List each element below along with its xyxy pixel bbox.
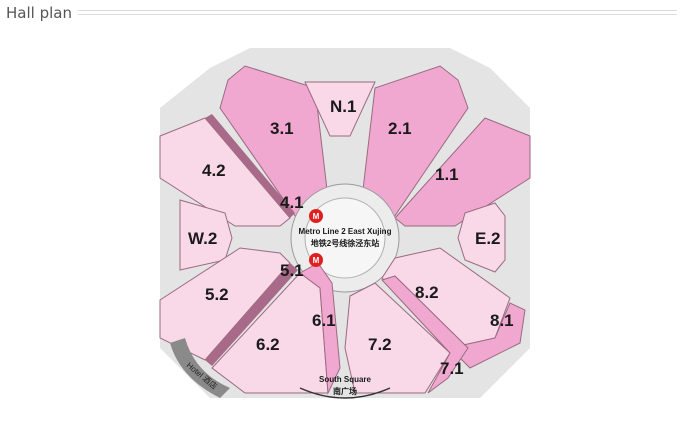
- hall-1-1[interactable]: [394, 117, 531, 227]
- section-header: Hall plan: [0, 0, 683, 28]
- hall-label-8-1: 8.1: [490, 311, 514, 330]
- hall-plan-map: M M N.1 3.1 2.1 4.2 1.1 4.1 W.2 E.2 5.1 …: [150, 48, 540, 418]
- south-square-arc: [299, 387, 391, 399]
- hall-label-7-1: 7.1: [440, 359, 464, 378]
- section-title: Hall plan: [6, 4, 72, 22]
- metro-icon: M: [309, 253, 323, 267]
- central-ring: [304, 197, 386, 279]
- hall-label-5-1: 5.1: [280, 261, 304, 280]
- hall-label-5-2: 5.2: [205, 285, 229, 304]
- hall-label-7-2: 7.2: [368, 335, 392, 354]
- hall-e-2[interactable]: [457, 202, 506, 273]
- svg-text:M: M: [313, 212, 320, 221]
- hall-7-1[interactable]: [381, 275, 469, 394]
- metro-station-label-en: Metro Line 2 East Xujing: [299, 227, 392, 236]
- hall-label-3-1: 3.1: [270, 119, 294, 138]
- hall-label-6-2: 6.2: [256, 335, 280, 354]
- hall-label-n-1: N.1: [330, 97, 356, 116]
- hall-5-2-side: [205, 263, 298, 366]
- hall-label-1-1: 1.1: [435, 165, 459, 184]
- hall-plan-svg: M M N.1 3.1 2.1 4.2 1.1 4.1 W.2 E.2 5.1 …: [150, 48, 540, 418]
- metro-station-label-cn: 地铁2号线徐泾东站: [311, 238, 379, 248]
- hotel-building[interactable]: [170, 338, 230, 398]
- hall-n-1[interactable]: [304, 81, 376, 137]
- hall-4-2-side: [205, 114, 295, 218]
- hall-label-4-2: 4.2: [202, 161, 226, 180]
- hall-w-2[interactable]: [179, 199, 233, 271]
- south-square-label-cn: 南广场: [333, 386, 357, 396]
- south-square-label-en: South Square: [319, 375, 372, 384]
- hall-label-e-2: E.2: [475, 229, 501, 248]
- svg-text:M: M: [313, 256, 320, 265]
- hall-label-w-2: W.2: [188, 229, 217, 248]
- hall-label-4-1: 4.1: [280, 193, 304, 212]
- hall-label-2-1: 2.1: [388, 119, 412, 138]
- hall-8-1[interactable]: [449, 302, 526, 369]
- hall-7-2[interactable]: [344, 282, 451, 394]
- hall-label-6-1: 6.1: [312, 311, 336, 330]
- hall-label-8-2: 8.2: [415, 283, 439, 302]
- header-divider: [78, 10, 677, 15]
- metro-icon: M: [309, 209, 323, 223]
